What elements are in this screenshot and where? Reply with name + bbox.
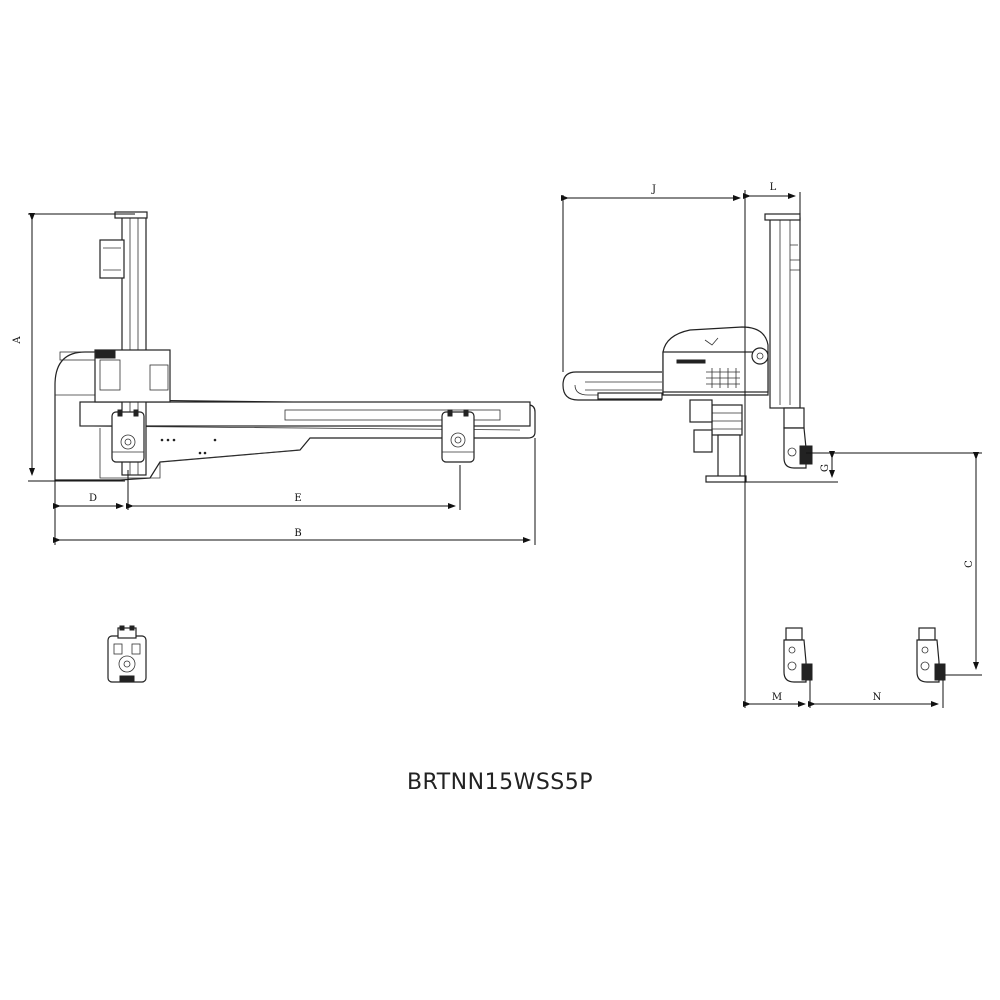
dim-label-b: B [294,528,301,539]
side-vertical-arm [769,217,801,409]
front-gripper-2 [441,409,475,463]
front-view [54,211,536,481]
dim-label-j: J [651,184,656,195]
side-gripper-position-n [916,627,946,683]
dim-label-l: L [770,182,777,193]
dim-label-c: C [964,560,975,568]
dim-label-g: G [820,464,831,472]
dimension-labels: A D E B J L G C M N [12,182,975,703]
side-drive-unit [711,404,743,436]
front-base [54,351,536,481]
front-carriage [94,349,171,403]
front-gripper-1 [111,409,145,463]
dim-label-m: M [772,692,782,703]
gripper-detail-view [107,625,147,683]
dim-label-n: N [873,692,882,703]
dimension-lines [28,190,982,708]
side-horizontal-arm [562,371,662,401]
dim-label-d: D [89,493,97,504]
arm-control-box [99,239,125,279]
model-caption: BRTNN15WSS5P [406,770,594,795]
side-view [562,213,813,483]
dim-label-a: A [12,336,23,345]
dim-label-e: E [294,493,301,504]
side-gripper-position-m [783,627,813,683]
side-gripper [783,407,813,469]
